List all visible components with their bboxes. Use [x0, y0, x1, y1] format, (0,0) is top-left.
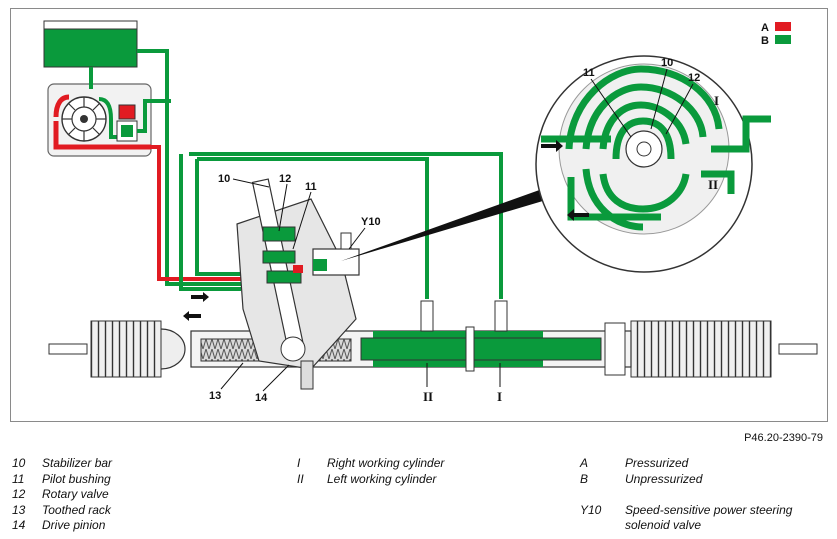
legend-key: II — [297, 471, 304, 486]
callout-ii: II — [423, 389, 433, 404]
legend-item: 13 Toothed rack — [12, 503, 262, 519]
legend-label: Rotary valve — [42, 487, 109, 501]
legend-item: 10 Stabilizer bar — [12, 456, 262, 472]
legend-label: solenoid valve — [625, 518, 702, 532]
legend-item: II Left working cylinder — [297, 472, 557, 488]
legend-key: 14 — [12, 518, 26, 532]
callout-13: 13 — [209, 390, 221, 402]
legend-item-continued: solenoid valve — [580, 518, 830, 534]
legend-key: B — [580, 471, 589, 486]
rotary-valve-detail — [535, 55, 771, 273]
legend-label: Pressurized — [625, 456, 689, 470]
valve-housing — [236, 178, 360, 390]
legend-key: Y10 — [580, 502, 602, 517]
callout-11: 11 — [305, 181, 317, 193]
legend-item: A Pressurized — [580, 456, 830, 472]
legend-label: Drive pinion — [42, 518, 106, 532]
legend-item: Y10 Speed-sensitive power steering — [580, 503, 830, 519]
callouts: 10 12 11 Y10 13 14 II I — [209, 173, 502, 404]
callout-14: 14 — [255, 392, 268, 404]
detail-callout-ii: II — [708, 177, 718, 192]
legend-item: 11 Pilot bushing — [12, 472, 262, 488]
legend-key: 12 — [12, 487, 26, 501]
legend-key: 11 — [12, 471, 25, 486]
legend-key: I — [297, 456, 301, 470]
color-key: A B — [761, 22, 791, 47]
legend-item: B Unpressurized — [580, 472, 830, 488]
legend-label: Right working cylinder — [327, 456, 445, 470]
legend-item: 14 Drive pinion — [12, 518, 262, 534]
legend-spacer — [580, 487, 830, 503]
key-b-letter: B — [761, 35, 769, 47]
legend-key: 10 — [12, 456, 26, 470]
diagram-canvas: A B 10 12 11 Y10 13 14 II I 10 11 12 I I… — [43, 20, 818, 404]
rack-housing — [48, 300, 818, 378]
flow-arrows — [183, 292, 209, 321]
legend-label: Left working cylinder — [327, 471, 437, 486]
legend-label: Pilot bushing — [42, 471, 111, 486]
legend-label: Speed-sensitive power steering — [625, 502, 793, 517]
detail-pointer — [341, 183, 563, 261]
legend-item: 12 Rotary valve — [12, 487, 262, 503]
callout-10: 10 — [218, 173, 230, 185]
detail-callout-12: 12 — [688, 72, 700, 84]
key-b-swatch — [775, 35, 791, 44]
legend-column-states: A Pressurized B Unpressurized Y10 Speed-sen… — [580, 456, 830, 534]
legend-item: I Right working cylinder — [297, 456, 557, 472]
legend-label: Unpressurized — [625, 471, 703, 486]
callout-i: I — [497, 389, 502, 404]
callout-y10: Y10 — [361, 216, 381, 228]
detail-callout-11: 11 — [583, 67, 595, 79]
steering-diagram-figure: A B 10 12 11 Y10 13 14 II I 10 11 12 I I… — [10, 8, 828, 422]
key-a-letter: A — [761, 22, 769, 34]
pump-unit — [47, 83, 171, 157]
detail-callout-i: I — [714, 93, 719, 108]
detail-callout-10: 10 — [661, 57, 673, 69]
detail-callouts: 10 11 12 I II — [583, 57, 719, 192]
legend-column-cylinders: I Right working cylinder II Left working c… — [297, 456, 557, 487]
callout-12: 12 — [279, 173, 291, 185]
legend-key: 13 — [12, 502, 26, 517]
legend-key: A — [580, 456, 589, 470]
reservoir — [43, 20, 138, 68]
key-a-swatch — [775, 22, 791, 31]
figure-id: P46.20-2390-79 — [744, 432, 823, 444]
legend-label: Stabilizer bar — [42, 456, 113, 470]
hoses — [89, 49, 503, 299]
legend-column-components: 10 Stabilizer bar 11 Pilot bushing 12 Rotar… — [12, 456, 262, 534]
legend-label: Toothed rack — [42, 502, 111, 517]
